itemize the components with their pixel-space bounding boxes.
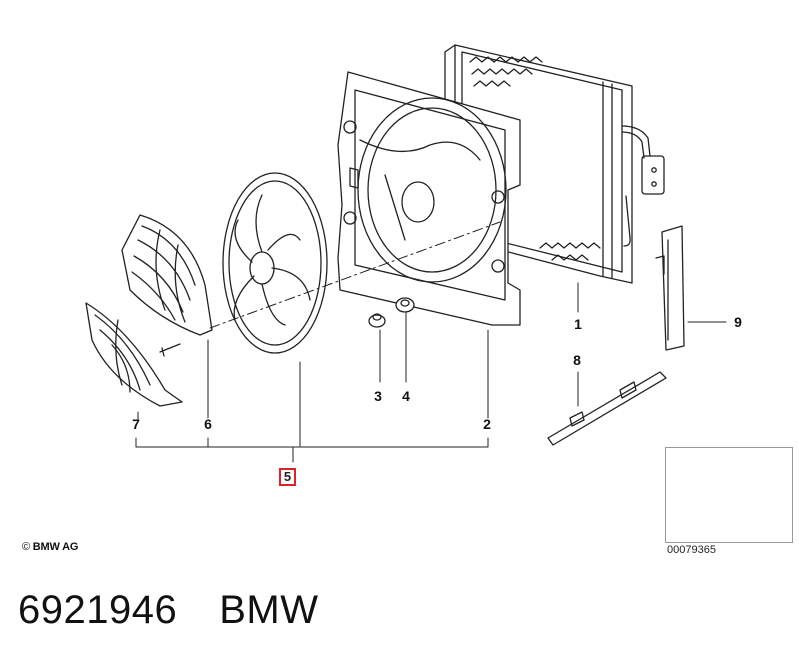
callout-1[interactable]: 1: [574, 316, 582, 332]
callout-2[interactable]: 2: [483, 416, 491, 432]
copyright-notice: © BMW AG: [22, 541, 78, 553]
callout-9[interactable]: 9: [734, 314, 742, 330]
leader-lines: [135, 282, 727, 463]
callout-5-highlighted[interactable]: 5: [279, 468, 296, 486]
fan-guard-upper: [121, 214, 213, 336]
callout-4[interactable]: 4: [402, 388, 410, 404]
copyright-symbol: ©: [22, 541, 30, 553]
callout-6[interactable]: 6: [204, 416, 212, 432]
callout-8[interactable]: 8: [573, 352, 581, 368]
part-number: 6921946: [18, 588, 178, 632]
callout-3[interactable]: 3: [374, 388, 382, 404]
vehicle-location-inset: [665, 447, 793, 543]
fan-assembly: [222, 172, 328, 354]
footer: 6921946 BMW: [18, 588, 319, 633]
inset-image-number: 00079365: [667, 544, 716, 556]
copyright-text: BMW AG: [32, 541, 79, 553]
fan-shroud: [337, 71, 521, 326]
callout-7[interactable]: 7: [132, 416, 140, 432]
small-fasteners: [159, 297, 415, 357]
fan-guard-lower: [85, 302, 183, 407]
side-bracket: [655, 225, 685, 351]
brand-name: BMW: [219, 588, 319, 632]
mounting-strip: [547, 371, 667, 446]
